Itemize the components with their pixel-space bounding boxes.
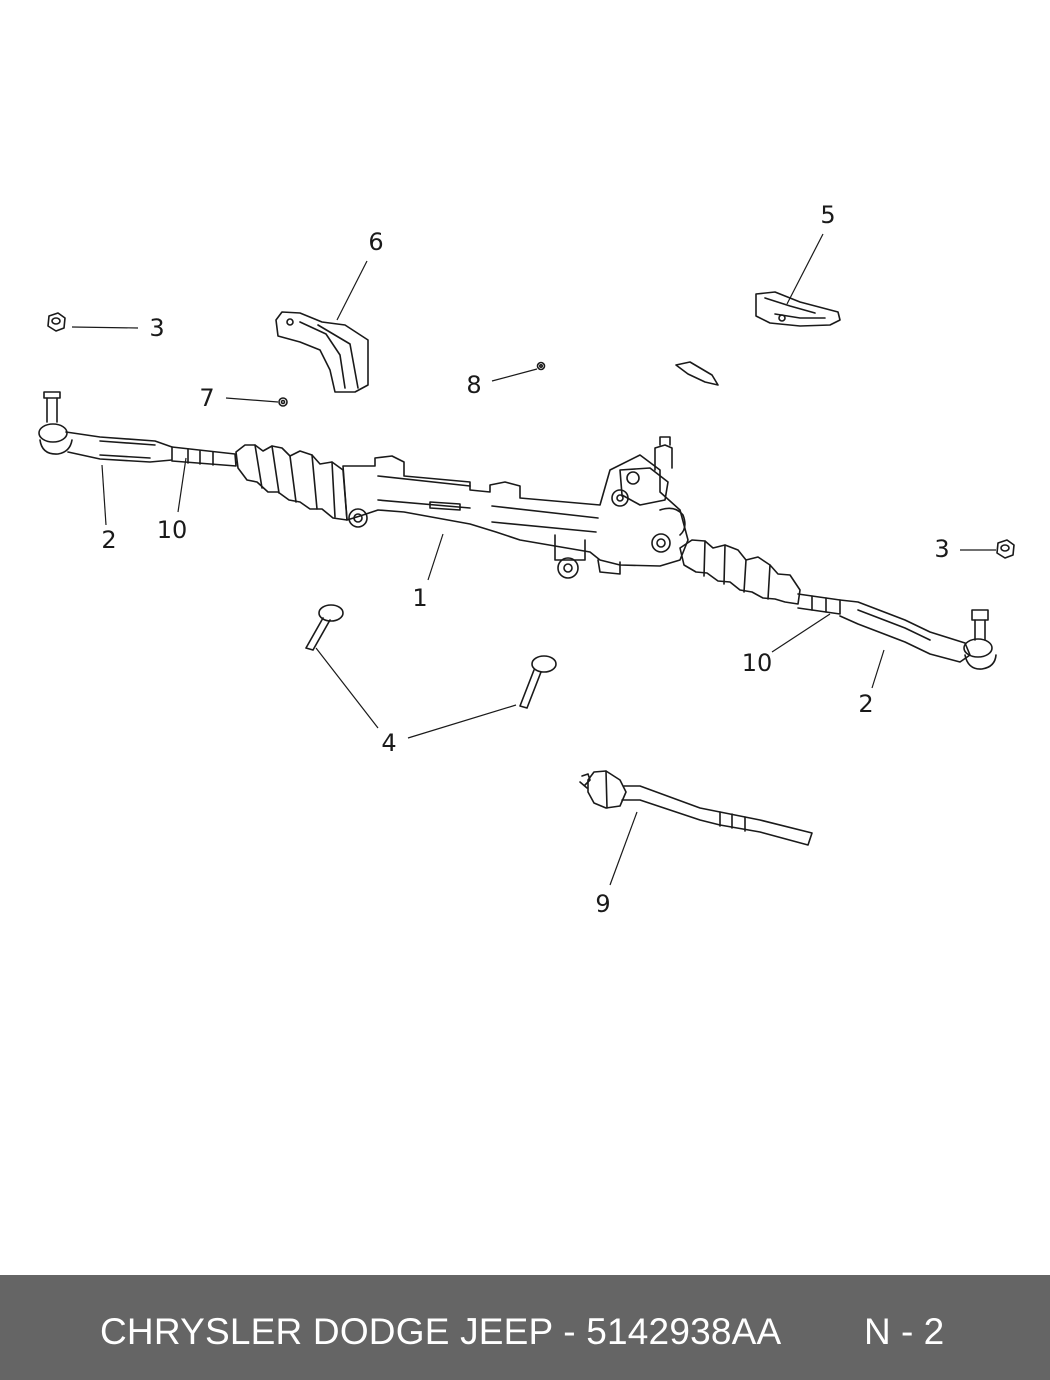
nut-left xyxy=(47,312,66,332)
callout-10-left: 10 xyxy=(157,516,188,544)
tie-rod-end-left xyxy=(38,391,173,463)
callout-3-left: 3 xyxy=(149,314,164,342)
boot-left xyxy=(235,444,348,521)
inner-tie-rod xyxy=(579,770,813,846)
adjuster-right xyxy=(797,593,841,615)
nut-right xyxy=(996,539,1015,559)
callout-10-right: 10 xyxy=(742,649,773,677)
callout-7: 7 xyxy=(199,384,214,412)
callout-9: 9 xyxy=(595,890,610,918)
boot-right xyxy=(679,539,801,605)
callout-3-right: 3 xyxy=(934,535,949,563)
bracket xyxy=(755,291,841,327)
footer-bar: CHRYSLER DODGE JEEP - 5142938AA N - 2 xyxy=(0,1275,1050,1380)
callout-2-right: 2 xyxy=(858,690,873,718)
footer-title: CHRYSLER DODGE JEEP - 5142938AA xyxy=(100,1311,782,1352)
callout-1: 1 xyxy=(412,584,427,612)
heat-shield xyxy=(275,311,369,393)
callout-labels: 1 2 2 3 3 4 5 6 7 8 9 10 10 xyxy=(101,201,949,918)
shield-clip xyxy=(675,361,719,386)
clip-7 xyxy=(278,397,288,407)
bolt-right xyxy=(519,655,557,709)
callout-8: 8 xyxy=(466,371,481,399)
footer-page-code: N - 2 xyxy=(864,1311,945,1352)
callout-6: 6 xyxy=(368,228,383,256)
callout-4: 4 xyxy=(381,729,396,757)
rack-housing xyxy=(342,436,689,579)
tie-rod-end-right xyxy=(839,599,997,670)
callout-2-left: 2 xyxy=(101,526,116,554)
leader-lines xyxy=(71,233,996,886)
bolt-left xyxy=(305,604,344,651)
callout-5: 5 xyxy=(820,201,835,229)
adjuster-left xyxy=(171,446,237,467)
steering-gear-diagram: 1 2 2 3 3 4 5 6 7 8 9 10 10 xyxy=(38,201,1015,918)
clip-8 xyxy=(536,361,546,371)
